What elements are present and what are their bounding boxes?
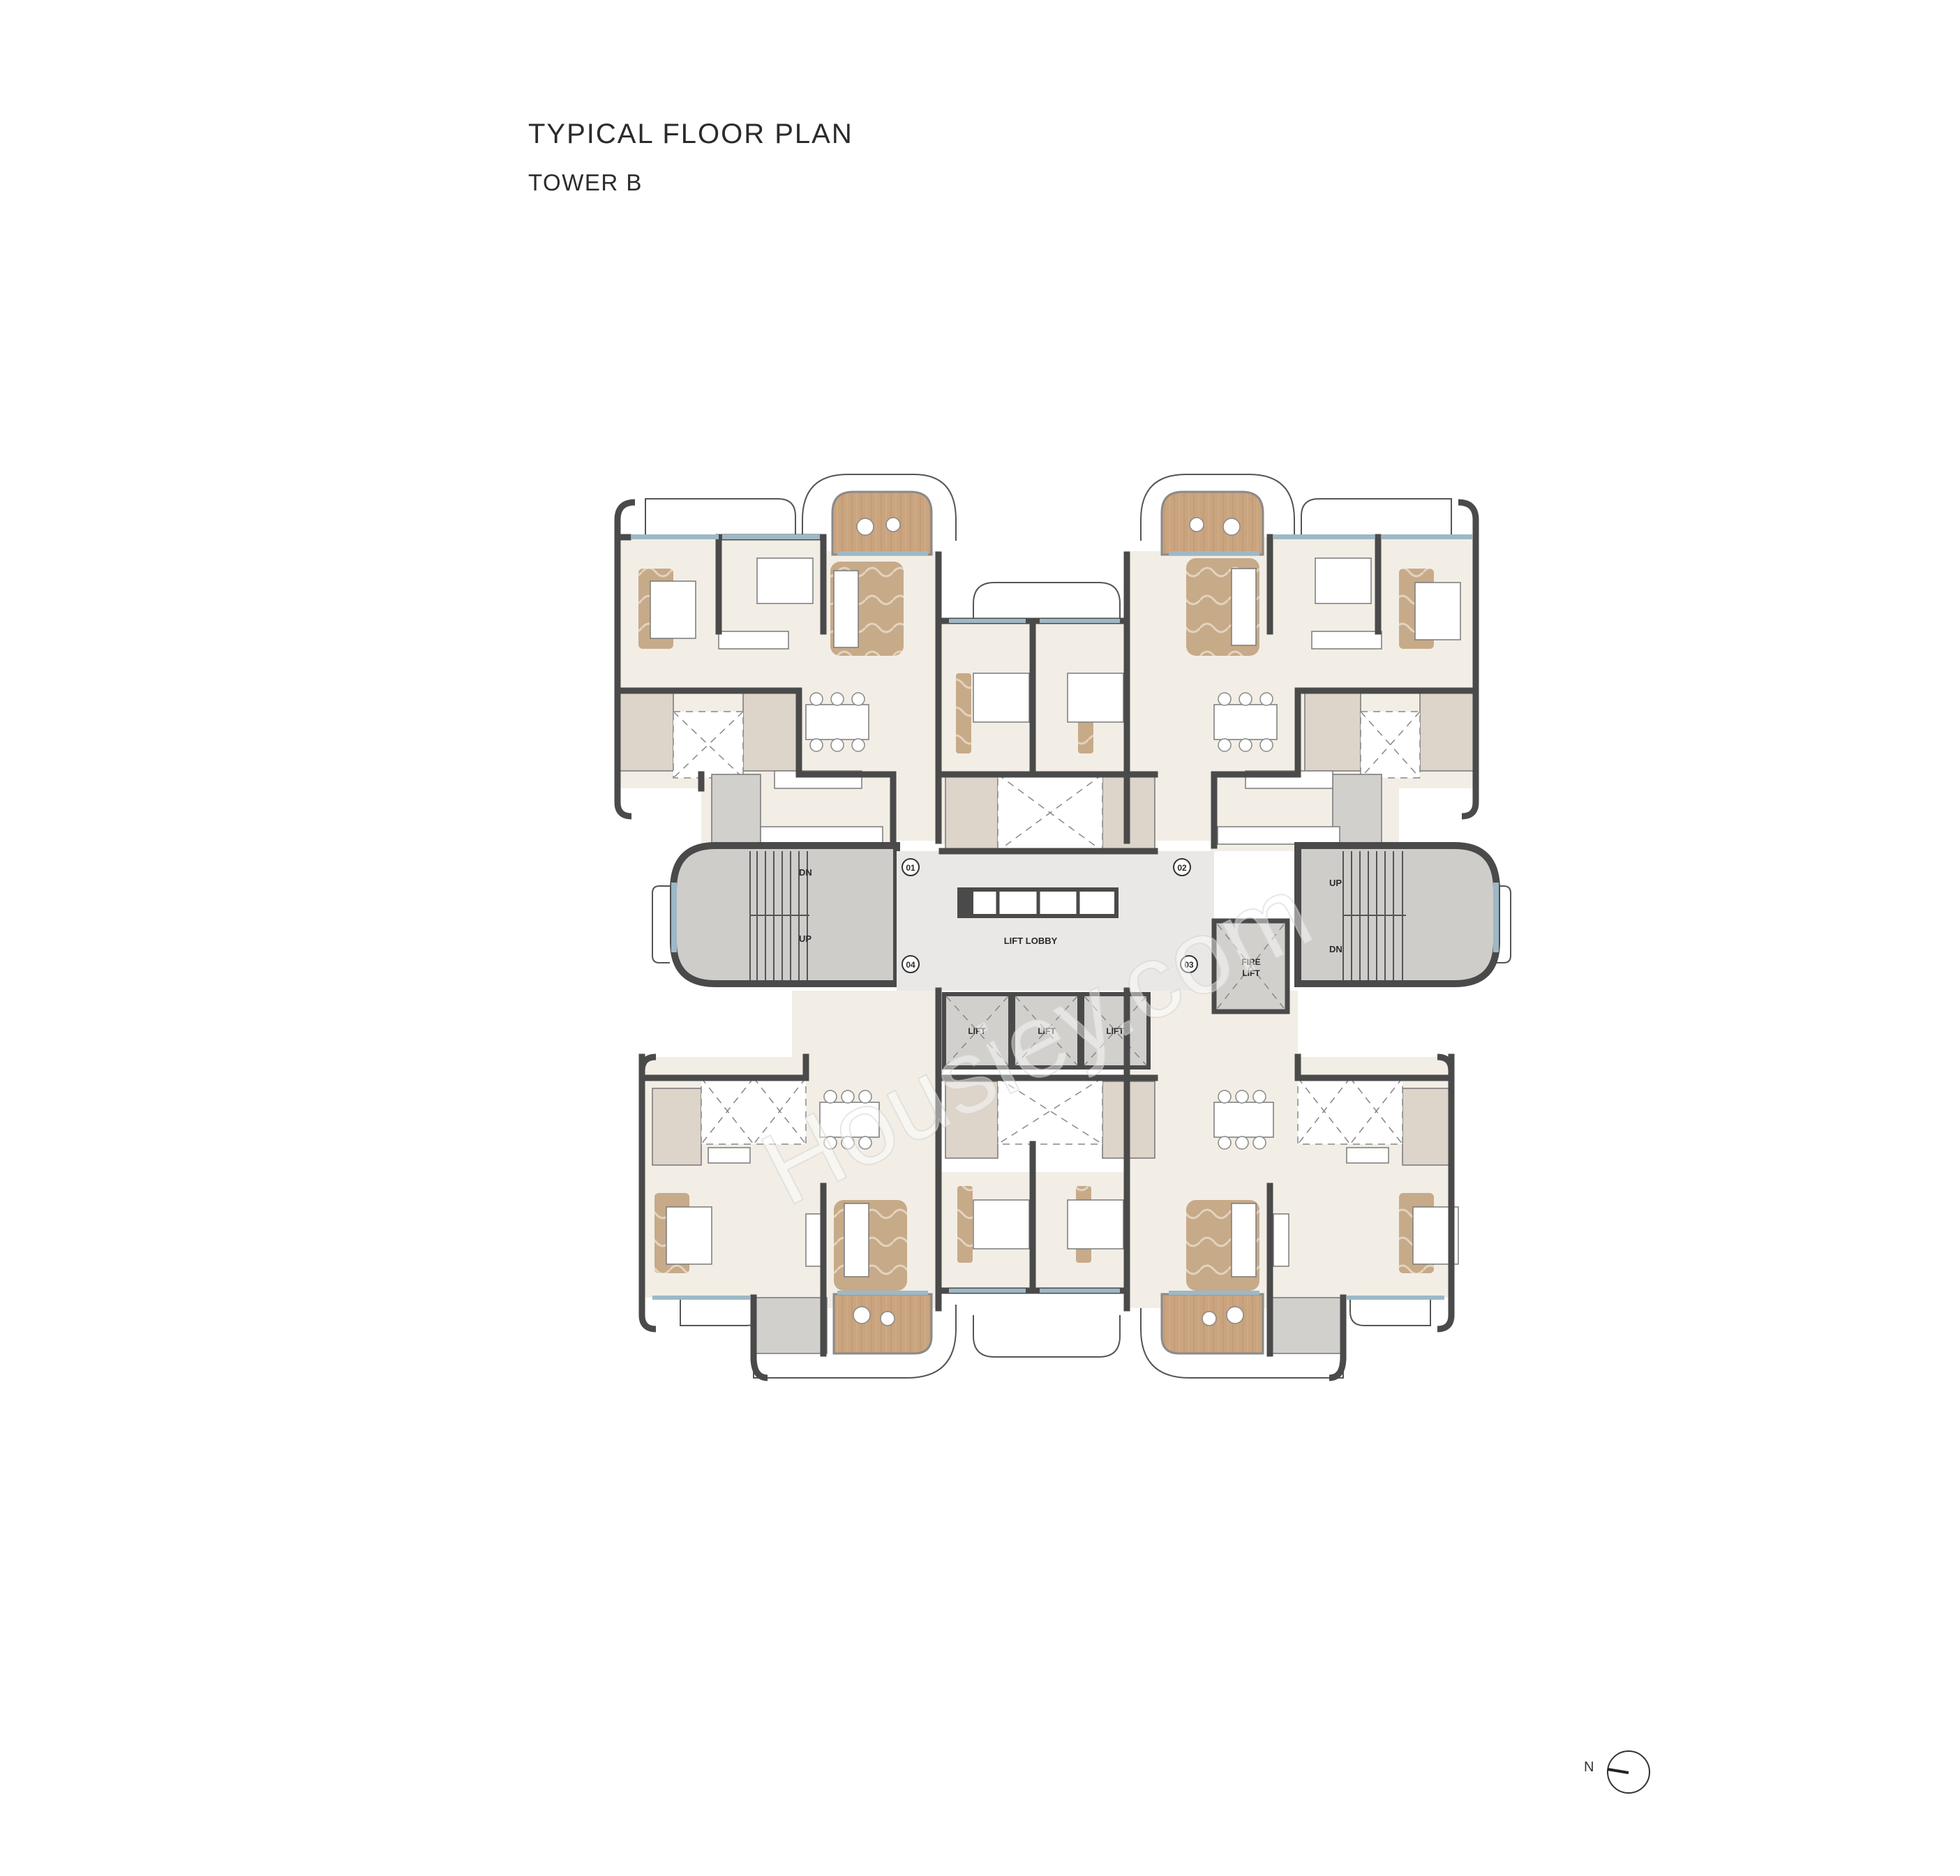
lift-2-label: LIFT (1038, 1026, 1056, 1036)
deck-unit-02 (1160, 490, 1264, 556)
tower-subtitle: TOWER B (528, 170, 643, 195)
left-stair-treads (749, 851, 809, 980)
right-stair-lower-label: DN (1329, 944, 1342, 954)
apartment-markers: 01 02 03 04 (902, 858, 1198, 973)
north-label: N (1584, 1759, 1594, 1775)
lift-1-label: LIFT (968, 1026, 986, 1036)
svg-text:04: 04 (906, 960, 915, 970)
marker-04: 04 (902, 955, 920, 973)
lift-3-label: LIFT (1106, 1026, 1124, 1036)
marker-02: 02 (1173, 858, 1191, 876)
lift-x-marks (945, 996, 1147, 1066)
right-stair-treads (1342, 851, 1406, 980)
marker-01: 01 (902, 858, 920, 876)
shafts (673, 711, 1421, 1145)
lift-lobby-label: LIFT LOBBY (1004, 936, 1058, 946)
left-stair-upper-label: DN (799, 867, 812, 878)
core (670, 842, 1500, 1070)
svg-text:02: 02 (1177, 863, 1187, 873)
right-stair-window (1493, 883, 1499, 952)
fire-lift-label-1: FIRE (1241, 957, 1260, 967)
lift-lobby-area (897, 851, 1214, 991)
svg-text:03: 03 (1184, 960, 1194, 970)
utility-rooms (711, 774, 1382, 1354)
window-glazing (631, 534, 1472, 1300)
curved-corner-walls (614, 499, 1479, 1381)
fire-lift-label-2: LIFT (1242, 968, 1260, 978)
left-stair-lower-label: UP (799, 933, 811, 944)
marker-03: 03 (1180, 955, 1198, 973)
north-compass: N (1584, 1744, 1668, 1807)
dining-chairs (809, 517, 1273, 1326)
plan-labels: DN UP UP DN LIFT LOBBY LIFT LIFT LIFT FI… (799, 867, 1342, 1036)
right-stair-upper-label: UP (1329, 878, 1342, 888)
compass-icon (1607, 1750, 1650, 1794)
page-title: TYPICAL FLOOR PLAN (528, 119, 853, 149)
decks (831, 490, 1264, 1355)
svg-text:01: 01 (906, 863, 915, 873)
left-stair-window (671, 883, 677, 952)
balcony-outlines (645, 474, 1511, 1379)
deck-unit-01 (831, 490, 933, 556)
